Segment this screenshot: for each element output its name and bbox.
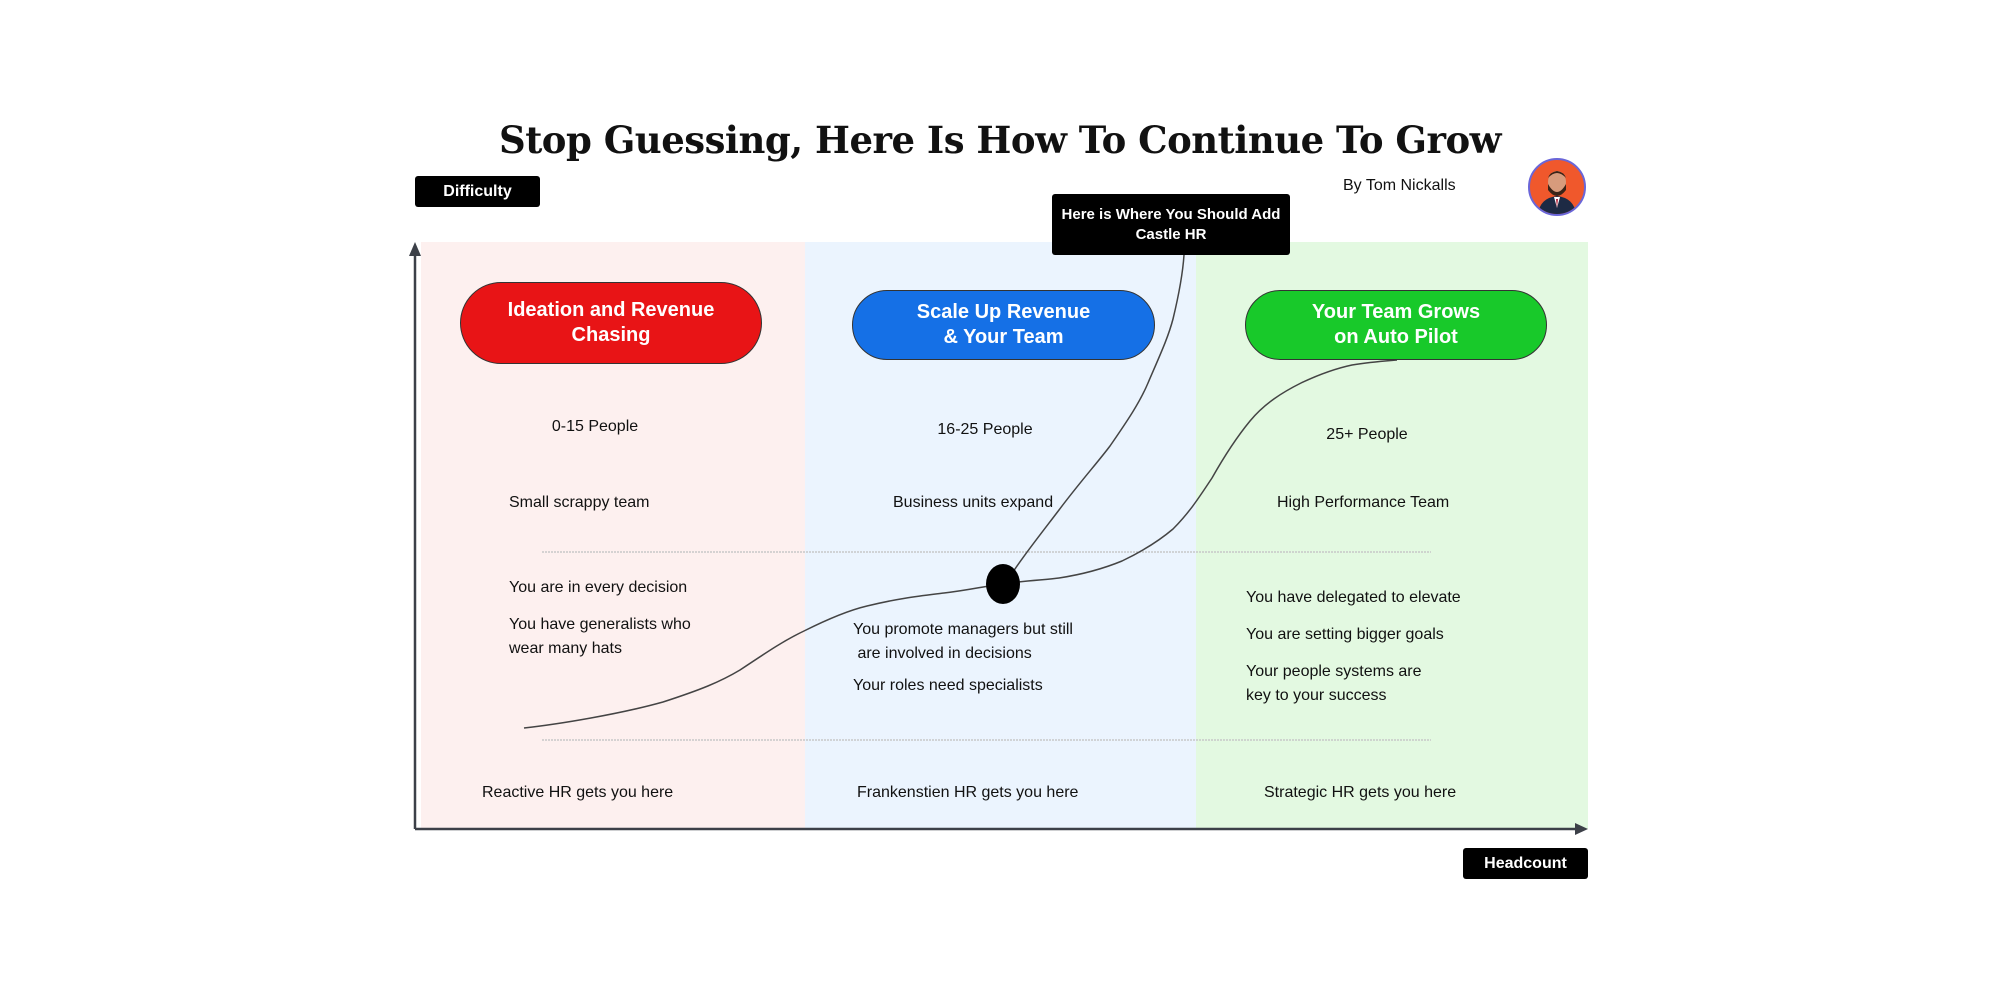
author-avatar	[1528, 158, 1586, 216]
stage-3-trait: You have delegated to elevate	[1246, 589, 1461, 606]
stage-3-trait: Your people systems are key to your succ…	[1246, 663, 1422, 704]
person-icon	[1538, 171, 1576, 214]
author-credit: By Tom Nickalls	[1343, 177, 1456, 194]
stage-2-team: Business units expand	[893, 494, 1054, 511]
x-axis-arrow-icon	[1575, 823, 1588, 835]
stage-2-trait: You promote managers but still are invol…	[853, 621, 1073, 662]
castle-hr-curve	[1002, 254, 1185, 588]
y-axis-label: Difficulty	[415, 176, 540, 207]
page-title: Stop Guessing, Here Is How To Continue T…	[498, 118, 1502, 162]
stage-3-team: High Performance Team	[1277, 494, 1450, 511]
growth-curve	[523, 359, 1398, 729]
y-axis-arrow-icon	[409, 242, 421, 256]
stage-1-team: Small scrappy team	[509, 494, 650, 511]
stage-2-heading: Scale Up Revenue & Your Team	[852, 290, 1155, 360]
stage-3-heading: Your Team Grows on Auto Pilot	[1245, 290, 1547, 360]
stage-3-hr: Strategic HR gets you here	[1264, 784, 1457, 801]
castle-hr-callout: Here is Where You Should Add Castle HR	[1052, 194, 1290, 255]
stage-1-heading: Ideation and Revenue Chasing	[460, 282, 762, 364]
stage-1-hr: Reactive HR gets you here	[482, 784, 674, 801]
stage-2-trait: Your roles need specialists	[853, 677, 1043, 694]
stage-1-trait: You have generalists who wear many hats	[509, 616, 691, 657]
stage-2-people: 16-25 People	[937, 421, 1033, 438]
x-axis-label: Headcount	[1463, 848, 1588, 879]
stage-1-people: 0-15 People	[551, 418, 639, 435]
stage-3-trait: You are setting bigger goals	[1246, 626, 1444, 643]
stage-1-trait: You are in every decision	[509, 579, 688, 596]
stage-3-people: 25+ People	[1326, 426, 1408, 443]
intervention-point	[986, 564, 1020, 604]
stage-2-hr: Frankenstien HR gets you here	[857, 784, 1079, 801]
